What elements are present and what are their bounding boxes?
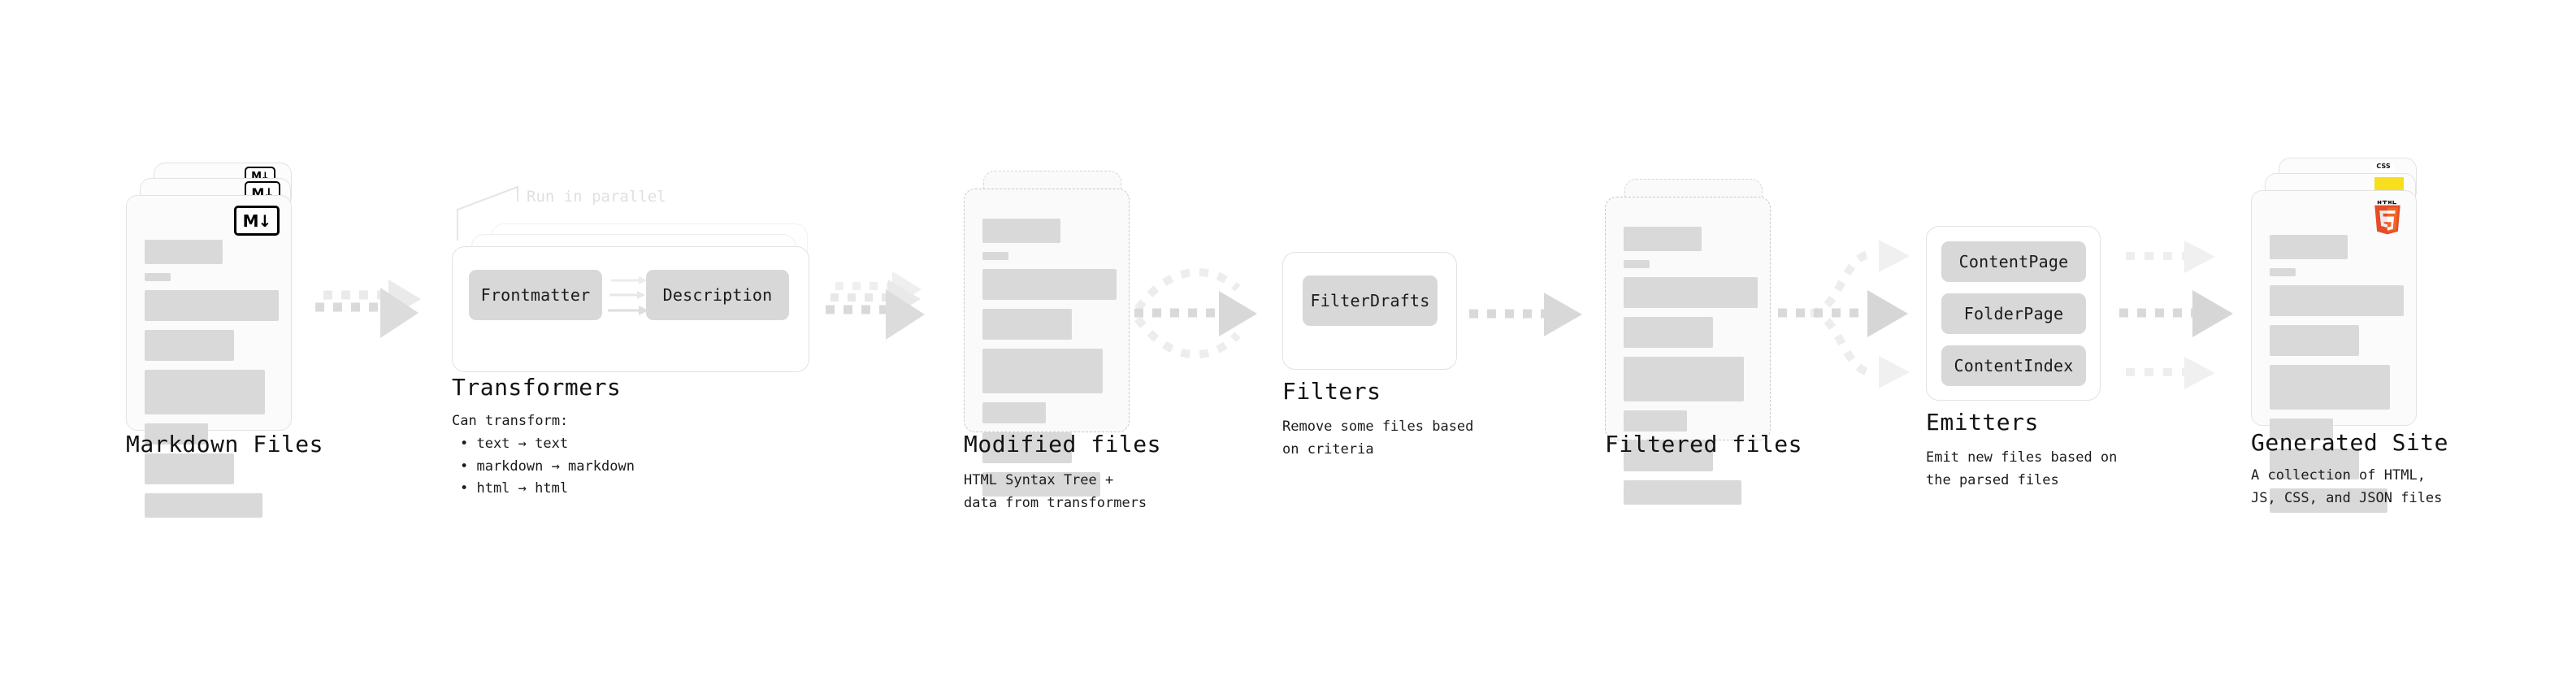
placeholder-bar xyxy=(1624,260,1650,268)
list-item: • markdown → markdown xyxy=(460,458,635,475)
connector-emitters-to-site xyxy=(2119,241,2233,389)
placeholder-bar xyxy=(982,309,1072,340)
placeholder-bar xyxy=(982,472,1100,497)
placeholder-bar xyxy=(1624,410,1687,432)
transformers-group-front: Frontmatter Description xyxy=(452,246,809,372)
placeholder-bar xyxy=(1624,227,1702,251)
filtered-files-card-front xyxy=(1605,197,1771,505)
placeholder-bar xyxy=(145,240,223,264)
placeholder-bar xyxy=(2270,285,2404,316)
placeholder-bar xyxy=(2270,268,2296,276)
placeholder-bar xyxy=(982,349,1103,393)
transformers-title: Transformers xyxy=(452,374,622,401)
modified-files-placeholder-body xyxy=(982,219,1117,505)
placeholder-bar xyxy=(982,269,1117,300)
markdown-files-card-front: M↓ xyxy=(126,195,292,518)
placeholder-bar xyxy=(145,330,234,361)
modified-files-subtitle: HTML Syntax Tree + data from transformer… xyxy=(964,472,1147,511)
run-in-parallel-annotation: Run in parallel xyxy=(527,188,666,206)
generated-site-placeholder-body xyxy=(2270,235,2404,522)
emitter-chip-contentindex[interactable]: ContentIndex xyxy=(1941,345,2086,386)
placeholder-bar xyxy=(145,453,234,484)
emitter-chip-folderpage[interactable]: FolderPage xyxy=(1941,293,2086,334)
placeholder-bar xyxy=(982,432,1072,463)
placeholder-bar xyxy=(1624,277,1758,308)
placeholder-bar xyxy=(982,252,1008,260)
placeholder-bar xyxy=(982,402,1046,423)
list-item: • text → text xyxy=(460,436,569,452)
placeholder-bar xyxy=(2270,235,2348,259)
placeholder-bar xyxy=(2270,365,2390,410)
placeholder-bar xyxy=(145,370,265,414)
js-icon xyxy=(2374,177,2404,193)
generated-site-subtitle: A collection of HTML, JS, CSS, and JSON … xyxy=(2251,467,2443,506)
filters-subtitle: Remove some files based on criteria xyxy=(1282,419,1474,458)
connector-modified-to-filters xyxy=(1134,268,1257,359)
filters-title: Filters xyxy=(1282,378,1381,405)
emitter-chip-contentpage[interactable]: ContentPage xyxy=(1941,241,2086,282)
html5-icon xyxy=(2370,199,2405,240)
generated-site-title: Generated Site xyxy=(2251,429,2449,456)
connector-filters-to-filtered xyxy=(1469,293,1582,336)
generated-site-card-front xyxy=(2251,190,2417,513)
placeholder-bar xyxy=(1624,440,1713,471)
placeholder-bar xyxy=(1624,480,1741,505)
transformers-bullet-list: • text → text • markdown → markdown • ht… xyxy=(460,433,635,501)
placeholder-bar xyxy=(145,290,279,321)
connector-filtered-to-emitters xyxy=(1778,240,1910,388)
placeholder-bar xyxy=(2270,488,2387,513)
markdown-files-title: Markdown Files xyxy=(126,431,324,458)
list-item: • html → html xyxy=(460,480,569,497)
markdown-icon: M↓ xyxy=(234,206,280,236)
placeholder-bar xyxy=(2270,449,2359,479)
filtered-files-placeholder-body xyxy=(1624,227,1758,514)
transformer-chip-description[interactable]: Description xyxy=(646,270,789,320)
filter-chip-filterdrafts[interactable]: FilterDrafts xyxy=(1303,275,1438,326)
placeholder-bar xyxy=(1624,357,1744,401)
placeholder-bar xyxy=(1624,317,1713,348)
emitters-title: Emitters xyxy=(1926,409,2039,436)
modified-files-title: Modified files xyxy=(964,431,1162,458)
placeholder-bar xyxy=(2270,325,2359,356)
emitters-group: ContentPage FolderPage ContentIndex xyxy=(1926,226,2101,401)
transformers-subtitle: Can transform: xyxy=(452,413,569,429)
placeholder-bar xyxy=(145,273,171,281)
modified-files-card-front xyxy=(964,189,1130,497)
connector-md-to-transformers xyxy=(315,280,421,338)
emitters-subtitle: Emit new files based on the parsed files xyxy=(1926,449,2118,488)
connector-transformers-to-modified xyxy=(826,271,925,340)
transformer-chip-frontmatter[interactable]: Frontmatter xyxy=(469,270,602,320)
placeholder-bar xyxy=(145,493,262,518)
markdown-files-placeholder-body xyxy=(145,240,279,527)
filters-group: FilterDrafts xyxy=(1282,252,1457,370)
placeholder-bar xyxy=(145,423,208,445)
filtered-files-title: Filtered files xyxy=(1605,431,1803,458)
placeholder-bar xyxy=(2270,419,2333,440)
placeholder-bar xyxy=(982,219,1060,243)
